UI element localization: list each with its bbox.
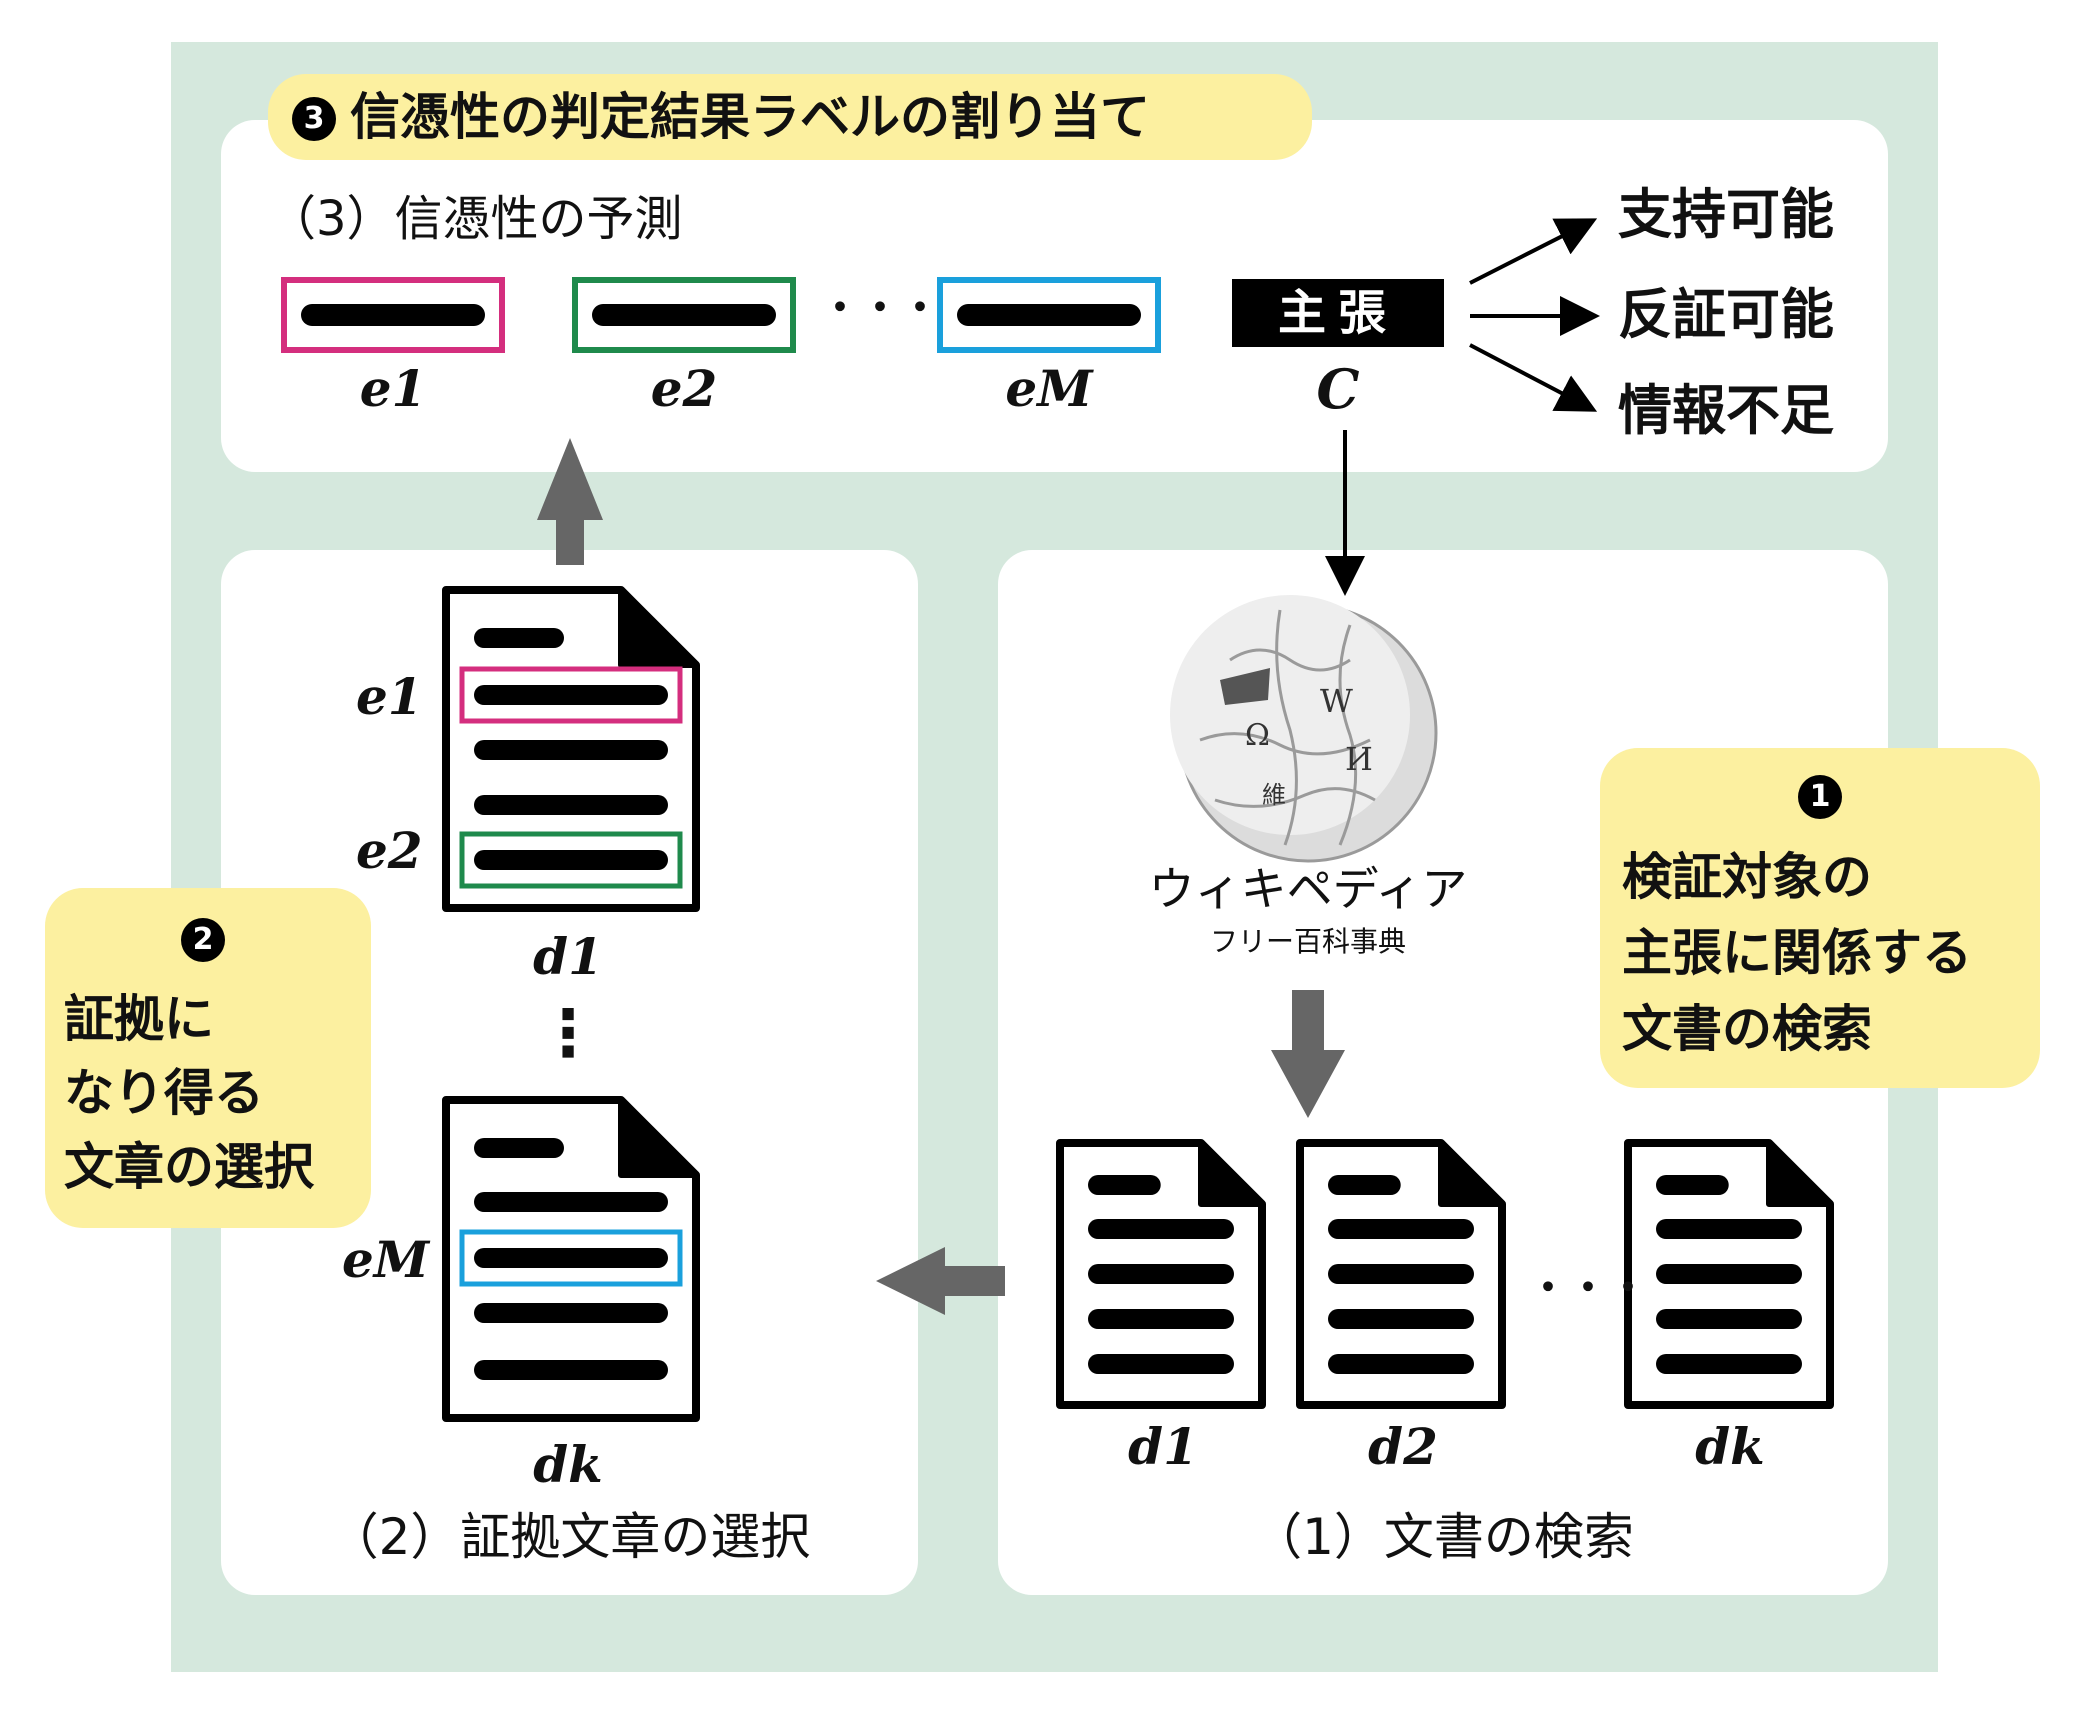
doc-text-line — [474, 628, 564, 648]
doc-text-line — [474, 685, 668, 705]
doc-text-line — [474, 740, 668, 760]
doc-text-line — [1656, 1175, 1729, 1195]
step1-line-2: 主張に関係する — [1622, 924, 1972, 982]
wiki-name: ウィキペディア — [1148, 862, 1468, 916]
doc-dk-icon — [442, 1096, 700, 1422]
evidence-highlight — [459, 666, 683, 724]
evidence-label-eM: eM — [1005, 359, 1093, 418]
doc-text-line — [1328, 1309, 1474, 1329]
doc-text-line — [474, 1303, 668, 1323]
doc-retrieved-dk-icon — [1624, 1139, 1834, 1409]
step1-line-1: 検証対象の — [1622, 848, 1872, 906]
doc-label-d2: d2 — [1368, 1417, 1438, 1476]
doc-text-line — [1656, 1309, 1802, 1329]
outcome-nei: 情報不足 — [1618, 379, 1834, 442]
doc-text-line — [474, 1138, 564, 1158]
step1-line-3: 文書の検索 — [1622, 1000, 1872, 1058]
svg-text:И: И — [1345, 740, 1373, 778]
doc-text-line — [474, 1248, 668, 1268]
docs-ellipsis: ・・・ — [1528, 1265, 1648, 1311]
doc-evidence-label-eM: eM — [342, 1230, 430, 1289]
claim-box: 主張 — [1232, 279, 1444, 347]
doc-text-line — [1328, 1175, 1401, 1195]
wiki-subtitle: フリー百科事典 — [1209, 925, 1406, 958]
gray-arrow-down — [1271, 990, 1345, 1118]
doc-text-line — [474, 850, 668, 870]
selection-title: （2）証拠文章の選択 — [328, 1508, 811, 1566]
evidence-box-e2 — [572, 277, 796, 353]
retrieval-title: （1）文書の検索 — [1252, 1508, 1634, 1566]
arrow-to-supported — [1469, 218, 1598, 285]
wikipedia-globe-icon: W Ω И 維 — [1170, 595, 1438, 863]
doc-retrieved-d2-icon — [1296, 1139, 1506, 1409]
gray-arrow-left — [876, 1247, 1005, 1315]
doc-text-line — [1088, 1219, 1234, 1239]
doc-label-dk: dk — [1695, 1417, 1765, 1476]
doc-label-d1: d1 — [1128, 1417, 1198, 1476]
doc-text-line — [474, 795, 668, 815]
step2-line-1: 証拠に — [64, 990, 214, 1048]
evidence-highlight — [459, 831, 683, 889]
document-icons — [442, 586, 1834, 1422]
prediction-title: （3）信憑性の予測 — [268, 191, 683, 247]
doc-evidence-label-e1: e1 — [356, 667, 423, 726]
outcome-refuted: 反証可能 — [1618, 283, 1834, 346]
outcome-supported: 支持可能 — [1618, 183, 1834, 246]
doc-text-line — [1088, 1175, 1161, 1195]
evidence-highlight — [459, 1229, 683, 1287]
doc-text-line — [1656, 1219, 1802, 1239]
doc-text-line — [1656, 1264, 1802, 1284]
svg-text:Ω: Ω — [1245, 718, 1270, 753]
evidence-ellipsis: ・・・ — [820, 285, 940, 331]
step1-number: 1 — [1600, 775, 2040, 819]
doc-text-line — [1088, 1264, 1234, 1284]
vertical-ellipsis: ⋮ — [536, 997, 600, 1071]
evidence-label-e2: e2 — [650, 359, 718, 418]
doc-text-line — [1328, 1219, 1474, 1239]
svg-text:維: 維 — [1262, 781, 1286, 809]
doc-label-dk-left: dk — [533, 1435, 603, 1494]
evidence-label-e1: e1 — [359, 359, 427, 418]
step2-line-3: 文章の選択 — [64, 1138, 314, 1196]
evidence-bar — [592, 304, 776, 326]
doc-text-line — [1328, 1354, 1474, 1374]
step3-number: 3 — [292, 97, 336, 141]
arrow-to-nei — [1469, 343, 1598, 412]
step3-title: 信憑性の判定結果ラベルの割り当て — [350, 88, 1150, 146]
doc-evidence-label-e2: e2 — [356, 821, 423, 880]
step2-line-2: なり得る — [64, 1064, 264, 1122]
doc-label-d1-left: d1 — [533, 927, 603, 986]
evidence-bar — [301, 304, 485, 326]
doc-text-line — [1328, 1264, 1474, 1284]
step3-callout — [268, 74, 1312, 160]
doc-text-line — [1656, 1354, 1802, 1374]
step2-number: 2 — [45, 918, 361, 962]
gray-arrow-up — [537, 438, 603, 565]
doc-text-line — [474, 1360, 668, 1380]
doc-retrieved-d1-icon — [1056, 1139, 1266, 1409]
claim-label: C — [1316, 357, 1360, 421]
doc-text-line — [1088, 1309, 1234, 1329]
doc-text-line — [1088, 1354, 1234, 1374]
doc-d1-icon — [442, 586, 700, 912]
svg-text:W: W — [1320, 682, 1353, 720]
evidence-box-e1 — [281, 277, 505, 353]
doc-text-line — [474, 1192, 668, 1212]
evidence-box-eM — [937, 277, 1161, 353]
evidence-bar — [957, 304, 1141, 326]
